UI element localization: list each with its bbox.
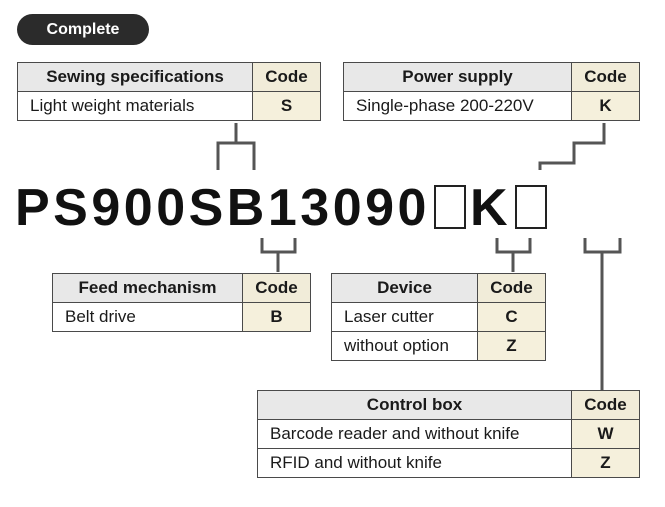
power-supply-table: Power supply Code Single-phase 200-220V … <box>343 62 640 121</box>
control-code-0: W <box>571 419 640 449</box>
device-desc-1: without option <box>331 331 478 361</box>
power-code: K <box>571 91 640 121</box>
control-placeholder-box <box>515 185 548 229</box>
table-row: without option Z <box>331 331 546 361</box>
device-table: Device Code Laser cutter C without optio… <box>331 273 546 361</box>
feed-mechanism-table: Feed mechanism Code Belt drive B <box>52 273 311 332</box>
feed-code-header: Code <box>242 273 311 303</box>
table-row: Laser cutter C <box>331 302 546 332</box>
control-box-header: Control box <box>257 390 572 420</box>
control-code-1: Z <box>571 448 640 478</box>
table-row: RFID and without knife Z <box>257 448 640 478</box>
sewing-desc: Light weight materials <box>17 91 253 121</box>
sewing-spec-header: Sewing specifications <box>17 62 253 92</box>
model-number: PS900SB13090 K <box>15 180 551 236</box>
sewing-connector <box>216 123 256 170</box>
feed-connector <box>260 238 297 272</box>
table-row: Single-phase 200-220V K <box>343 91 640 121</box>
control-desc-1: RFID and without knife <box>257 448 572 478</box>
model-power-letter: K <box>469 179 512 237</box>
sewing-code: S <box>252 91 321 121</box>
sewing-spec-table: Sewing specifications Code Light weight … <box>17 62 321 121</box>
feed-code: B <box>242 302 311 332</box>
table-row: Belt drive B <box>52 302 311 332</box>
device-placeholder-box <box>433 185 466 229</box>
power-code-header: Code <box>571 62 640 92</box>
table-row: Light weight materials S <box>17 91 321 121</box>
model-base: PS900SB13090 <box>15 179 430 237</box>
complete-badge: Complete <box>17 14 149 45</box>
table-row: Barcode reader and without knife W <box>257 419 640 449</box>
power-supply-header: Power supply <box>343 62 572 92</box>
power-desc: Single-phase 200-220V <box>343 91 572 121</box>
device-code-1: Z <box>477 331 546 361</box>
device-desc-0: Laser cutter <box>331 302 478 332</box>
control-connector <box>583 238 622 390</box>
control-desc-0: Barcode reader and without knife <box>257 419 572 449</box>
control-box-table: Control box Code Barcode reader and with… <box>257 390 640 478</box>
device-code-0: C <box>477 302 546 332</box>
device-code-header: Code <box>477 273 546 303</box>
device-connector <box>495 238 532 272</box>
feed-desc: Belt drive <box>52 302 243 332</box>
device-header: Device <box>331 273 478 303</box>
feed-mechanism-header: Feed mechanism <box>52 273 243 303</box>
power-connector <box>538 123 606 170</box>
control-code-header: Code <box>571 390 640 420</box>
